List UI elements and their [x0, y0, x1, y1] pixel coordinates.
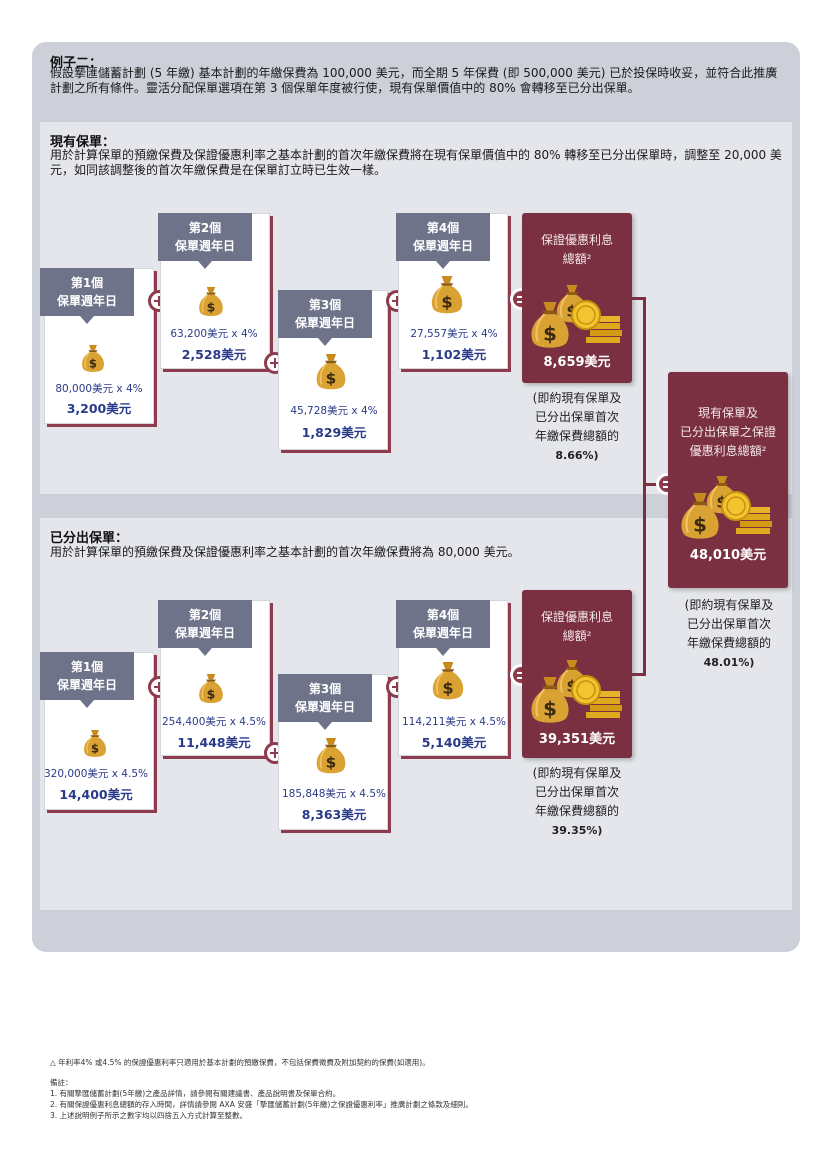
existing-year2-label-line1: 第2個: [188, 221, 222, 235]
existing-year1-calc: 80,000美元 x 4%: [55, 383, 143, 395]
existing-year4-label-line1: 第4個: [426, 221, 460, 235]
footnote: △ 年利率4% 或4.5% 的保證優惠利率只適用於基本計劃的預繳保費，不包括保費…: [50, 1058, 430, 1067]
split-year4-amount: 5,140美元: [421, 735, 487, 750]
connector-line: [643, 297, 646, 676]
split-year2-calc: 254,400美元 x 4.5%: [162, 716, 266, 728]
split-year4-tag: 第4個 保單週年日: [396, 600, 490, 656]
existing-total-label-line1: 保證優惠利息: [540, 233, 613, 247]
split-note-line2: 已分出保單首次: [534, 785, 619, 799]
split-title: 已分出保單：: [50, 531, 129, 546]
money-bag-pile-icon: [678, 472, 778, 542]
existing-year4-label-line2: 保單週年日: [412, 239, 473, 253]
grand-total-box: 現有保單及 已分出保單之保證 優惠利息總額² 48,010美元: [668, 372, 788, 588]
split-note-line3: 年繳保費總額的: [534, 804, 619, 818]
existing-total-box: 保證優惠利息 總額² 8,659美元: [522, 213, 632, 383]
grand-total-label-line3: 優惠利息總額²: [689, 444, 767, 458]
remark-item: 3. 上述說明例子所示之數字均以四捨五入方式計算至整數。: [50, 1111, 248, 1120]
existing-title: 現有保單：: [50, 135, 116, 150]
existing-total-label-line2: 總額²: [562, 252, 592, 266]
split-year1-label-line2: 保單週年日: [56, 678, 117, 692]
existing-note-pct-value: 8.66%): [555, 449, 599, 462]
money-bag-icon: [314, 350, 348, 392]
existing-year2-amount: 2,528美元: [181, 347, 247, 362]
existing-year3-label-line2: 保單週年日: [294, 316, 355, 330]
split-year1-label-line1: 第1個: [70, 660, 104, 674]
split-year1-tag: 第1個 保單週年日: [40, 652, 134, 708]
existing-total-note: (即約現有保單及 已分出保單首次 年繳保費總額的 8.66%): [516, 389, 638, 465]
existing-year4-amount: 1,102美元: [421, 347, 487, 362]
existing-note-pct: 8.66%): [516, 446, 638, 465]
existing-total-amount: 8,659美元: [543, 355, 611, 370]
existing-year1-label-line1: 第1個: [70, 276, 104, 290]
example-description: 假設摯匯儲蓄計劃 (5 年繳) 基本計劃的年繳保費為 100,000 美元，而全…: [50, 66, 778, 95]
existing-year1-label-line2: 保單週年日: [56, 294, 117, 308]
split-year4-label-line2: 保單週年日: [412, 626, 473, 640]
remark-item: 1. 有關摯匯儲蓄計劃(5年繳)之產品詳情，請參閱有關建議書、產品說明書及保單合…: [50, 1089, 341, 1098]
split-year1-amount: 14,400美元: [59, 787, 133, 802]
grand-total-label-line1: 現有保單及: [697, 406, 758, 420]
existing-year2-label-line2: 保單週年日: [174, 239, 235, 253]
grand-note-line2: 已分出保單首次: [686, 617, 771, 631]
connector-line: [632, 297, 646, 300]
existing-year3-calc: 45,728美元 x 4%: [290, 405, 378, 417]
split-note-pct-value: 39.35%): [551, 824, 603, 837]
existing-note-line3: 年繳保費總額的: [534, 429, 619, 443]
money-bag-icon: [197, 670, 225, 706]
existing-year1-amount: 3,200美元: [66, 401, 132, 416]
split-year2-label-line2: 保單週年日: [174, 626, 235, 640]
grand-total-note: (即約現有保單及 已分出保單首次 年繳保費總額的 48.01%): [668, 596, 790, 672]
money-bag-pile-icon: [528, 656, 628, 726]
split-year2-label-line1: 第2個: [188, 608, 222, 622]
money-bag-icon: [430, 658, 466, 702]
split-year3-calc: 185,848美元 x 4.5%: [282, 788, 386, 800]
split-year3-label-line2: 保單週年日: [294, 700, 355, 714]
money-bag-icon: [429, 272, 465, 316]
split-year3-tag: 第3個 保單週年日: [278, 674, 372, 730]
existing-year4-calc: 27,557美元 x 4%: [410, 328, 498, 340]
money-bag-pile-icon: [528, 281, 628, 351]
split-year3-label-line1: 第3個: [308, 682, 342, 696]
split-year2-tag: 第2個 保單週年日: [158, 600, 252, 656]
existing-description: 用於計算保單的預繳保費及保證優惠利率之基本計劃的首次年繳保費將在現有保單價值中的…: [50, 148, 782, 177]
remark-item: 2. 有關保證優惠利息總額的存入時間，詳情請參閱 AXA 安盛「摯匯儲蓄計劃(5…: [50, 1100, 473, 1109]
split-note-pct: 39.35%): [516, 821, 638, 840]
grand-total-label-line2: 已分出保單之保證: [679, 425, 776, 439]
split-total-label-line2: 總額²: [562, 629, 592, 643]
existing-note-line2: 已分出保單首次: [534, 410, 619, 424]
split-year4-label-line1: 第4個: [426, 608, 460, 622]
existing-note-line1: (即約現有保單及: [532, 391, 622, 405]
connector-line: [632, 673, 646, 676]
existing-year3-amount: 1,829美元: [301, 425, 367, 440]
grand-note-pct-value: 48.01%): [703, 656, 755, 669]
existing-year2-tag: 第2個 保單週年日: [158, 213, 252, 269]
existing-year3-tag: 第3個 保單週年日: [278, 290, 372, 346]
remarks-title: 備註：: [50, 1078, 73, 1087]
money-bag-icon: [197, 283, 225, 319]
existing-year2-calc: 63,200美元 x 4%: [170, 328, 258, 340]
money-bag-icon: [314, 734, 348, 776]
money-bag-icon: [80, 342, 106, 374]
split-total-box: 保證優惠利息 總額² 39,351美元: [522, 590, 632, 758]
existing-year3-label-line1: 第3個: [308, 298, 342, 312]
split-description: 用於計算保單的預繳保費及保證優惠利率之基本計劃的首次年繳保費將為 80,000 …: [50, 545, 520, 559]
grand-total-amount: 48,010美元: [689, 548, 767, 563]
grand-note-line1: (即約現有保單及: [684, 598, 774, 612]
split-year1-calc: 320,000美元 x 4.5%: [44, 768, 148, 780]
split-total-amount: 39,351美元: [538, 732, 616, 747]
grand-note-pct: 48.01%): [668, 653, 790, 672]
money-bag-icon: [82, 727, 108, 759]
example-title: 例子二：: [50, 56, 103, 71]
split-total-label-line1: 保證優惠利息: [540, 610, 613, 624]
split-year3-amount: 8,363美元: [301, 807, 367, 822]
grand-note-line3: 年繳保費總額的: [686, 636, 771, 650]
existing-year1-tag: 第1個 保單週年日: [40, 268, 134, 324]
split-year4-calc: 114,211美元 x 4.5%: [402, 716, 506, 728]
split-note-line1: (即約現有保單及: [532, 766, 622, 780]
existing-year4-tag: 第4個 保單週年日: [396, 213, 490, 269]
split-total-note: (即約現有保單及 已分出保單首次 年繳保費總額的 39.35%): [516, 764, 638, 840]
split-year2-amount: 11,448美元: [177, 735, 251, 750]
